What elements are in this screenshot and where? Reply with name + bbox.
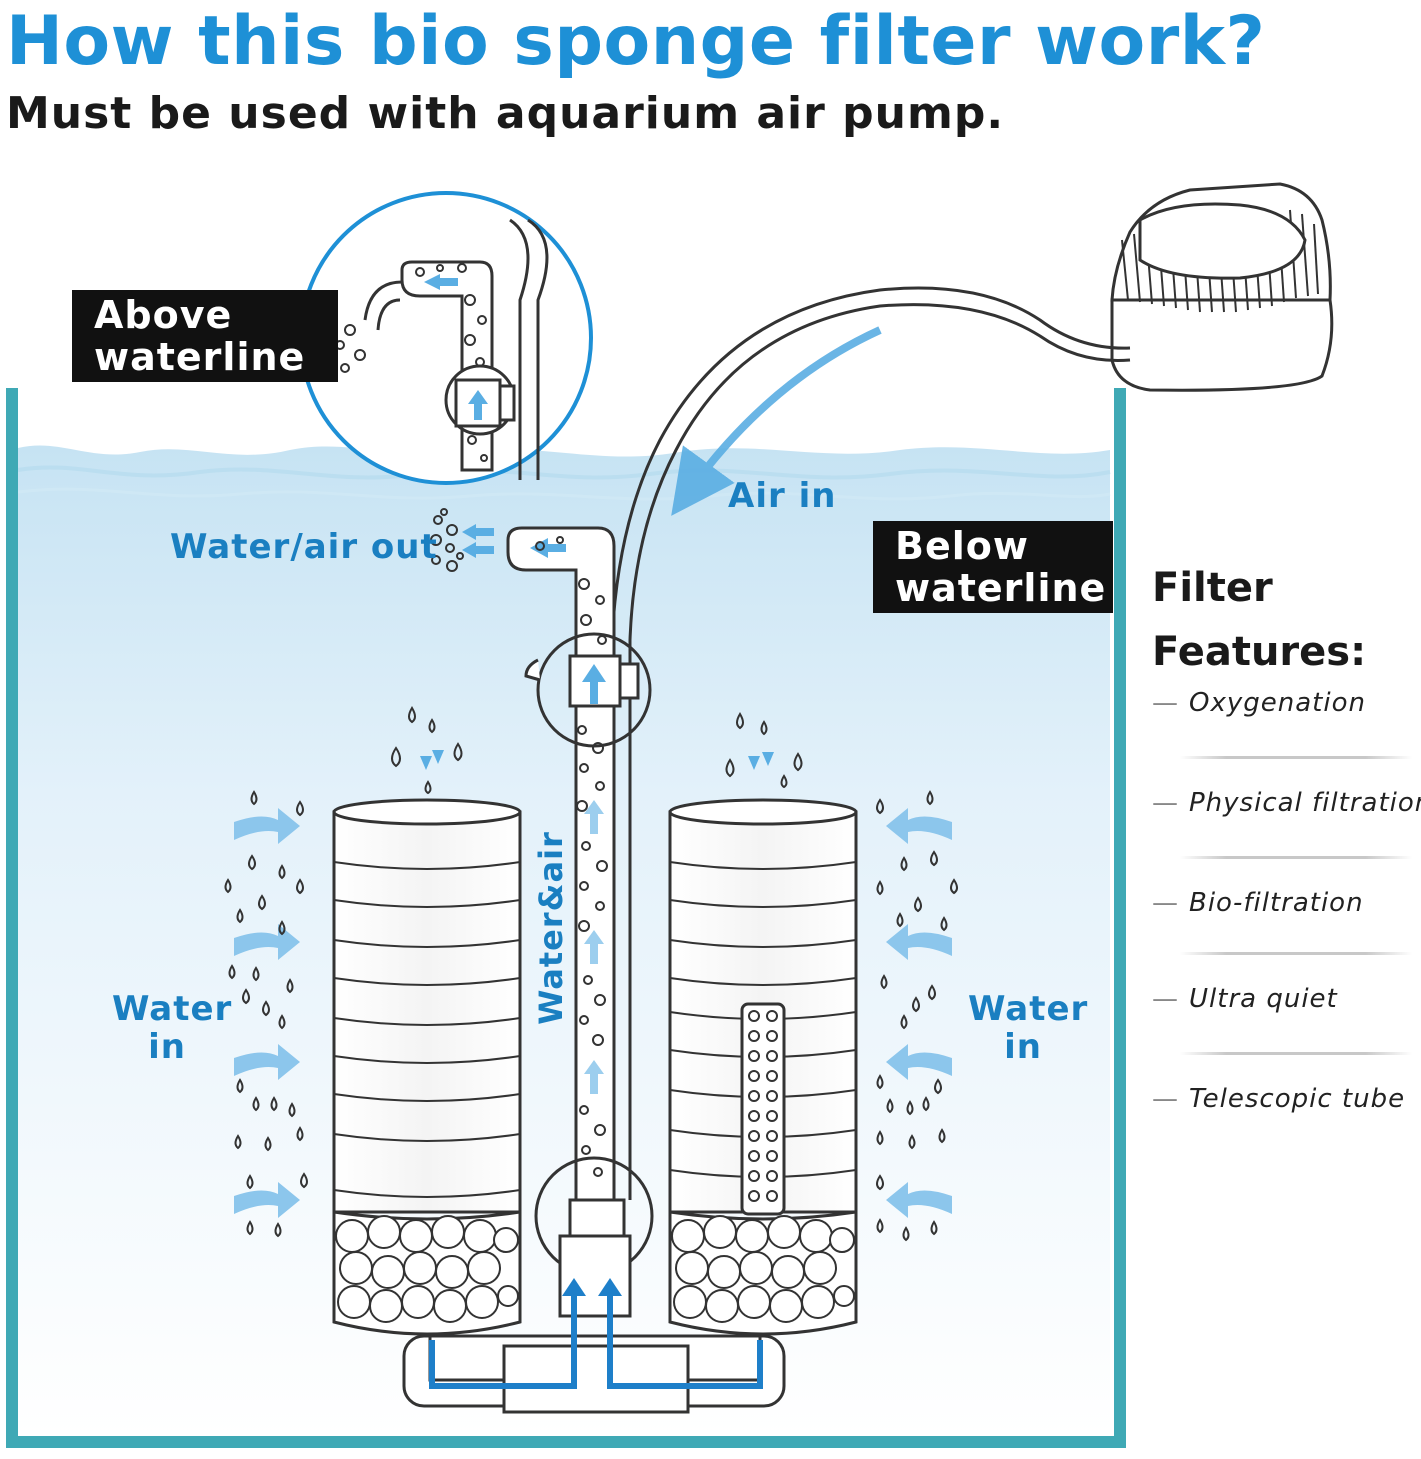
page-subtitle: Must be used with aquarium air pump. xyxy=(6,88,1005,139)
drops-top xyxy=(391,706,803,795)
air-in-label: Air in xyxy=(728,476,837,516)
water-and-air-label: Water&air xyxy=(532,831,570,1025)
features-title: Filter Features: xyxy=(1152,556,1366,684)
air-tube xyxy=(610,286,1131,1200)
feature-divider xyxy=(1180,1052,1412,1055)
features-title-line2: Features: xyxy=(1152,629,1367,675)
outlet-bubbles xyxy=(430,508,464,572)
feature-item: —Bio-filtration xyxy=(1152,888,1364,918)
lift-tube xyxy=(506,526,654,1318)
magnified-outlet xyxy=(306,218,549,480)
water-in-right-line2: in xyxy=(1004,1027,1042,1067)
water-in-left-line2: in xyxy=(148,1027,186,1067)
below-waterline-line2: waterline xyxy=(895,566,1107,610)
feature-item: —Oxygenation xyxy=(1152,688,1366,718)
water-air-out-label: Water/air out xyxy=(170,527,438,567)
feature-item: —Ultra quiet xyxy=(1152,984,1338,1014)
feature-item: —Telescopic tube xyxy=(1152,1084,1406,1114)
feature-divider xyxy=(1180,952,1412,955)
above-waterline-tag: Above waterline xyxy=(72,290,338,382)
features-title-line1: Filter xyxy=(1152,565,1273,611)
water-in-label-right: Water in xyxy=(968,989,1089,1067)
sponge-left xyxy=(332,798,522,1336)
water-in-left-line1: Water xyxy=(112,989,233,1029)
feature-label: Ultra quiet xyxy=(1189,984,1338,1014)
air-pump xyxy=(1110,182,1334,392)
page-title: How this bio sponge filter work? xyxy=(6,2,1266,81)
below-waterline-line1: Below xyxy=(895,524,1029,568)
magnifier-circle xyxy=(299,191,593,485)
drops-side xyxy=(224,790,958,1242)
tank-wall xyxy=(6,388,1126,1448)
below-waterline-tag: Below waterline xyxy=(873,521,1113,613)
feature-label: Telescopic tube xyxy=(1189,1084,1406,1114)
water-in-right-line1: Water xyxy=(968,989,1089,1029)
water-in-arrows xyxy=(234,808,952,1218)
feature-item: —Physical filtration xyxy=(1152,788,1421,818)
above-waterline-line2: waterline xyxy=(94,335,306,379)
water-in-label-left: Water in xyxy=(112,989,233,1067)
above-waterline-line1: Above xyxy=(94,293,233,337)
sponge-right xyxy=(668,798,858,1336)
feature-divider xyxy=(1180,756,1412,759)
base-connector xyxy=(402,1278,786,1414)
feature-label: Physical filtration xyxy=(1189,788,1421,818)
feature-divider xyxy=(1180,856,1412,859)
feature-label: Bio-filtration xyxy=(1189,888,1364,918)
feature-label: Oxygenation xyxy=(1189,688,1366,718)
